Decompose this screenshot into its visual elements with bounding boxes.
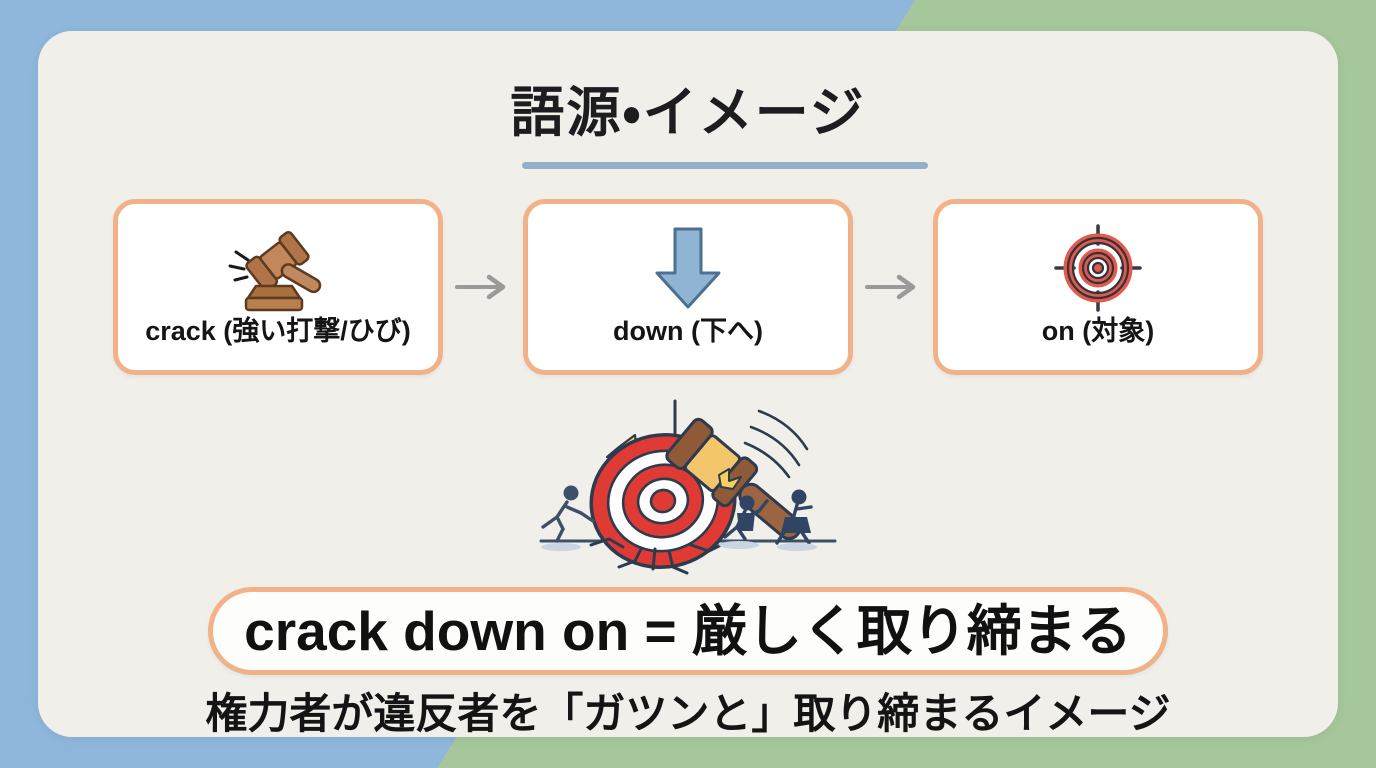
result-banner[interactable]: crack down on = 厳しく取り締まる [208, 587, 1168, 675]
concept-card-crack[interactable]: crack (強い打撃/ひび) [113, 199, 443, 375]
gavel-striking-target-illustration [523, 389, 853, 584]
down-arrow-icon [649, 220, 727, 316]
concept-card-row: crack (強い打撃/ひび) down (下へ) [38, 199, 1338, 375]
title-underline [522, 162, 928, 169]
result-banner-text: crack down on = 厳しく取り締まる [244, 599, 1132, 662]
main-panel: 語源・イメージ [38, 31, 1338, 737]
target-icon [1052, 220, 1144, 316]
connector-arrow-2 [853, 274, 933, 300]
page-title-text: 語源・イメージ [510, 83, 866, 143]
concept-card-on[interactable]: on (対象) [933, 199, 1263, 375]
concept-card-down[interactable]: down (下へ) [523, 199, 853, 375]
concept-card-on-label: on (対象) [1041, 316, 1155, 346]
gavel-icon [218, 220, 338, 316]
concept-card-crack-label: crack (強い打撃/ひび) [145, 316, 411, 346]
page-title: 語源・イメージ [38, 85, 1338, 142]
caption: 権力者が違反者を「ガツンと」取り締まるイメージ [205, 690, 1171, 737]
concept-card-down-label: down (下へ) [613, 316, 763, 346]
connector-arrow-1 [443, 274, 523, 300]
